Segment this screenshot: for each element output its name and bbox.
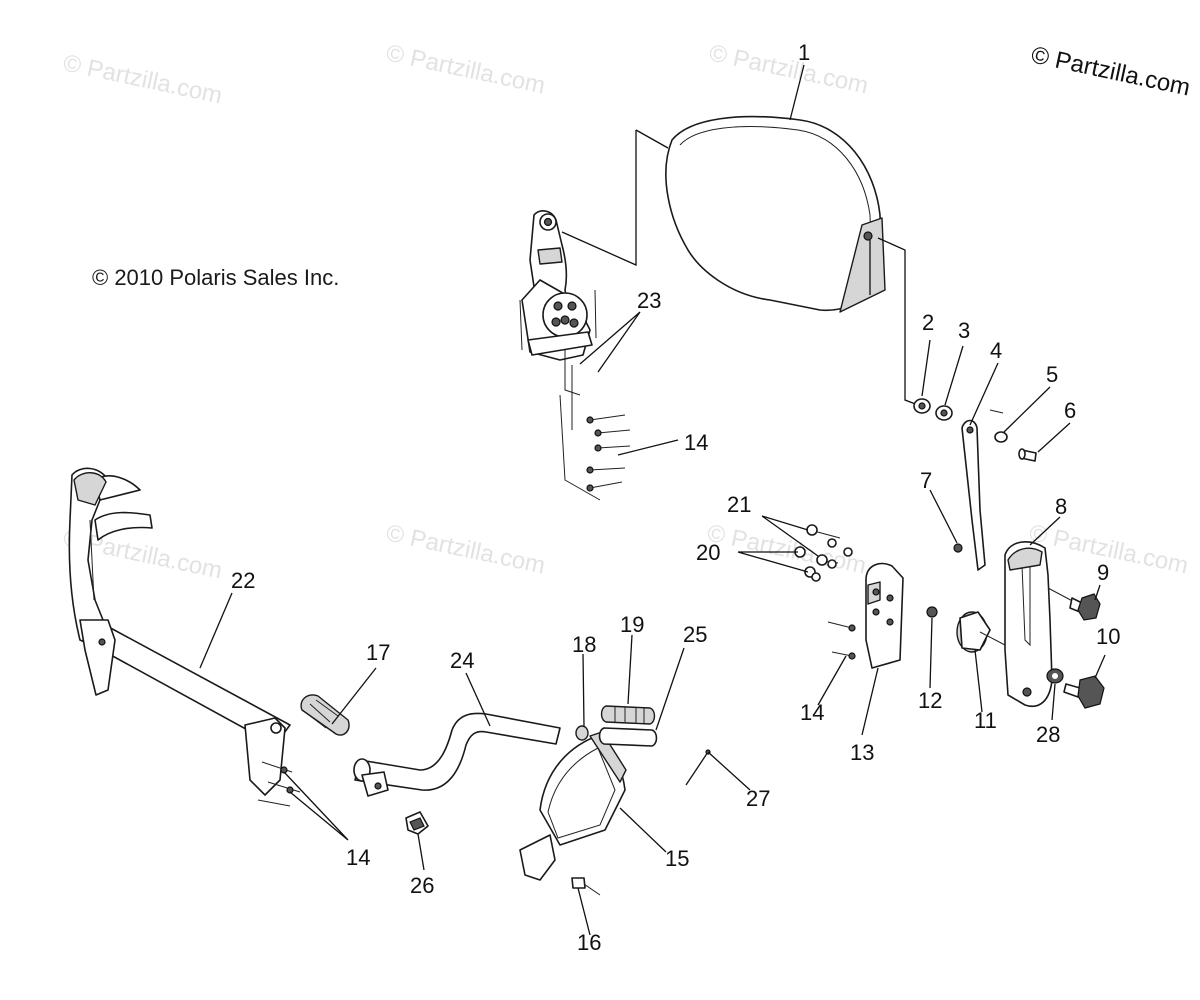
part-19-foam-grip	[600, 705, 656, 725]
callout-21: 21	[727, 492, 751, 517]
part-9-knob	[1047, 587, 1101, 621]
callout-16: 16	[577, 930, 601, 955]
watermark: © Partzilla.com	[61, 49, 225, 109]
part-14-screws-lower-left	[257, 761, 301, 807]
callout-25: 25	[683, 622, 707, 647]
part-23-upper-bracket	[519, 210, 597, 430]
part-17-grip	[300, 694, 350, 736]
callout-2: 2	[922, 310, 934, 335]
part-18-plug	[575, 725, 589, 741]
callout-13: 13	[850, 740, 874, 765]
callout-8: 8	[1055, 494, 1067, 519]
part-28-washer	[1046, 668, 1064, 684]
callout-14-upper: 14	[684, 430, 708, 455]
callout-17: 17	[366, 640, 390, 665]
callout-14-lower: 14	[346, 845, 370, 870]
callout-26: 26	[410, 873, 434, 898]
part-6-bolt	[1018, 448, 1037, 462]
part-14-screws-upper	[559, 394, 631, 501]
callout-15: 15	[665, 846, 689, 871]
corner-watermark: © Partzilla.com	[1029, 41, 1193, 101]
part-16-screw	[571, 877, 601, 896]
part-11-spacer	[956, 611, 1006, 653]
callout-28: 28	[1036, 722, 1060, 747]
watermark: © Partzilla.com	[707, 39, 871, 99]
callout-3: 3	[958, 318, 970, 343]
assembly-link-line	[877, 237, 919, 406]
callout-12: 12	[918, 688, 942, 713]
callout-5: 5	[1046, 362, 1058, 387]
part-15-pivot-arm	[519, 731, 627, 881]
callout-24: 24	[450, 648, 474, 673]
part-12-nut	[926, 606, 938, 618]
callout-11: 11	[974, 708, 997, 733]
part-10-knob	[1063, 675, 1105, 709]
callout-18: 18	[572, 632, 596, 657]
copyright-notice: © 2010 Polaris Sales Inc.	[92, 265, 339, 290]
part-5-washer	[989, 409, 1008, 443]
callout-27: 27	[746, 786, 770, 811]
callout-4: 4	[990, 338, 1002, 363]
callout-22: 22	[231, 568, 255, 593]
part-24-bent-tube	[353, 712, 561, 797]
part-1-backrest-pad	[665, 115, 886, 313]
watermark: © Partzilla.com	[384, 519, 548, 579]
assembly-link-line	[635, 129, 669, 149]
part-27-pin	[685, 749, 711, 786]
callout-labels: 1 2 3 4 5 6 7 8 9 10 11 12 13 14 14 14 1…	[231, 40, 1120, 955]
watermarks: © Partzilla.com © Partzilla.com © Partzi…	[61, 39, 1193, 584]
callout-10: 10	[1096, 624, 1120, 649]
part-8-side-bracket	[1004, 541, 1053, 707]
callout-7: 7	[920, 468, 932, 493]
part-4-arm	[961, 419, 986, 571]
callout-6: 6	[1064, 398, 1076, 423]
callout-19: 19	[620, 612, 644, 637]
part-7-nut	[953, 543, 963, 553]
callout-20: 20	[696, 540, 720, 565]
assembly-link-line	[561, 130, 637, 267]
part-3-washer	[935, 405, 953, 421]
part-2-washer	[913, 398, 931, 414]
part-26-clip	[405, 811, 429, 835]
part-25-tube	[598, 727, 658, 747]
callout-1: 1	[798, 40, 810, 65]
callout-14-mid: 14	[800, 700, 824, 725]
callout-23: 23	[637, 288, 661, 313]
callout-9: 9	[1097, 560, 1109, 585]
watermark: © Partzilla.com	[384, 39, 548, 99]
part-22-handle-bar	[68, 467, 291, 796]
part-13-mount-plate	[827, 562, 904, 669]
leader-lines	[199, 64, 1106, 936]
